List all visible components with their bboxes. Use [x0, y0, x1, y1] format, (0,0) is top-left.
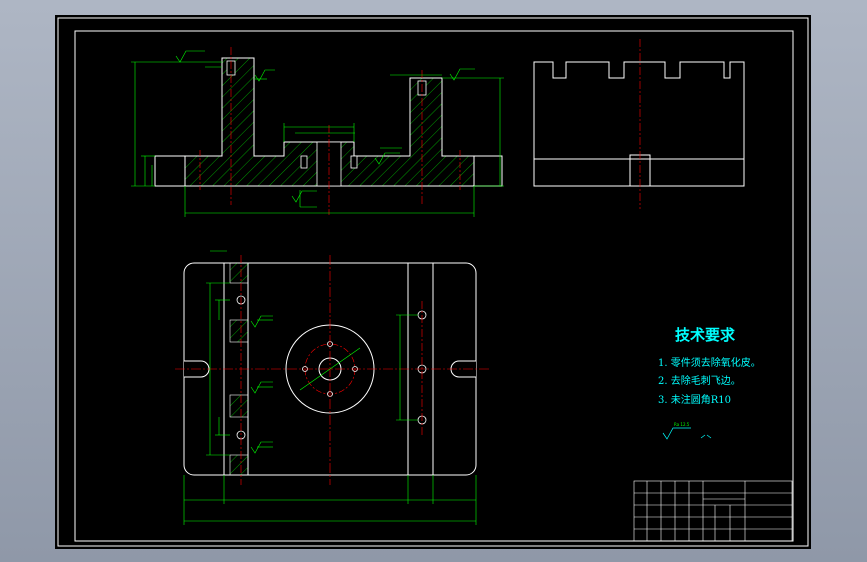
outer-frame [57, 17, 809, 547]
side-view-outline [533, 61, 745, 187]
inner-frame [74, 30, 794, 542]
top-hatch-4 [229, 454, 249, 476]
top-hatch-2 [229, 319, 249, 343]
top-view [175, 255, 491, 485]
front-roughness-symbols [175, 50, 475, 203]
top-boss-diag [299, 347, 361, 391]
front-section-view [154, 47, 503, 215]
top-roughness-symbols [250, 315, 273, 454]
tech-req-title: 技术要求 [675, 326, 736, 344]
front-left-block [154, 155, 186, 187]
technical-requirements: 技术要求 1. 零件须去除氧化皮。 2. 去除毛刺飞边。 3. 未注圆角R10 … [658, 326, 761, 440]
title-block [633, 480, 793, 542]
general-roughness-symbol [662, 427, 712, 440]
front-dimensions [131, 61, 504, 217]
engineering-drawing: 技术要求 1. 零件须去除氧化皮。 2. 去除毛刺飞边。 3. 未注圆角R10 … [57, 17, 809, 547]
front-slot-1 [300, 155, 308, 169]
general-roughness-label: Ra 12.5 [674, 422, 690, 427]
tech-req-item-2: 2. 去除毛刺飞边。 [658, 374, 741, 387]
top-hatch-1 [229, 262, 249, 284]
top-hatch-3 [229, 394, 249, 418]
top-dimensions [183, 250, 477, 525]
tech-req-item-1: 1. 零件须去除氧化皮。 [658, 356, 761, 369]
front-slot-2 [350, 155, 358, 169]
side-view [533, 39, 745, 209]
cad-viewport[interactable]: 技术要求 1. 零件须去除氧化皮。 2. 去除毛刺飞边。 3. 未注圆角R10 … [55, 15, 811, 549]
front-right-block [473, 155, 503, 187]
tech-req-item-3: 3. 未注圆角R10 [658, 393, 731, 406]
